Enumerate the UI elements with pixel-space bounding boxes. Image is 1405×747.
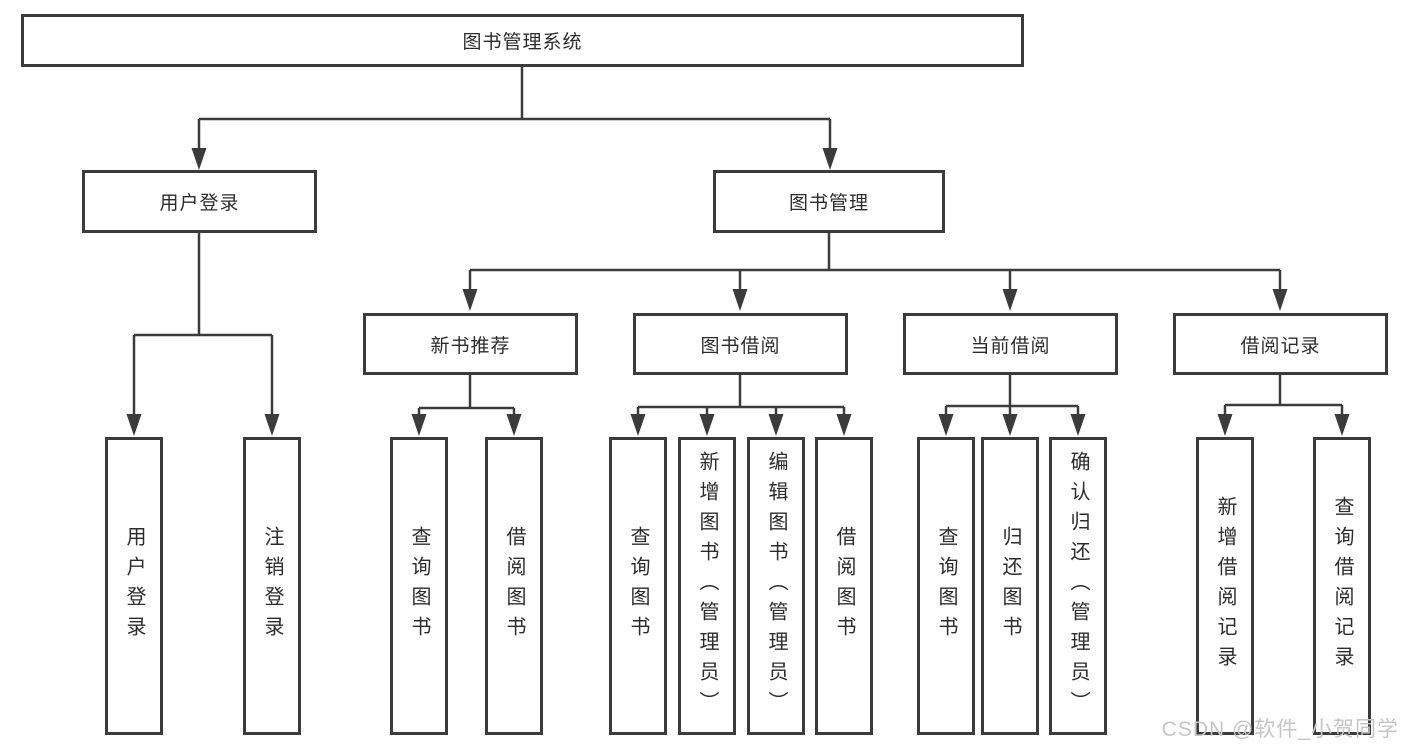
leaf-current-return-books-label: 归还图书 [999, 526, 1021, 646]
node-user-login: 用户登录 [82, 170, 317, 233]
node-book-management-label: 图书管理 [788, 193, 869, 214]
leaf-recommend-query-books-label: 查询图书 [408, 526, 430, 646]
leaf-recommend-borrow-books: 借阅图书 [485, 437, 543, 735]
leaf-current-query-books: 查询图书 [917, 437, 975, 735]
leaf-current-confirm-return-admin: 确认归还（管理员） [1049, 437, 1107, 735]
node-new-book-recommend: 新书推荐 [363, 313, 578, 375]
connector-book-borrow-to-leaves [630, 375, 852, 436]
node-current-borrow-label: 当前借阅 [970, 335, 1051, 357]
leaf-records-add-record-label: 新增借阅记录 [1214, 496, 1236, 676]
node-user-login-label: 用户登录 [159, 193, 240, 214]
leaf-borrow-add-books-admin: 新增图书（管理员） [678, 437, 736, 735]
leaf-current-confirm-return-admin-label: 确认归还（管理员） [1067, 451, 1089, 721]
leaf-borrow-query-books-label: 查询图书 [627, 526, 649, 646]
leaf-recommend-borrow-books-label: 借阅图书 [503, 526, 525, 646]
leaf-user-login-label: 用户登录 [123, 526, 145, 646]
node-current-borrow: 当前借阅 [903, 313, 1118, 375]
connector-book-management-to-level3 [462, 233, 1288, 311]
leaf-records-query-record-label: 查询借阅记录 [1331, 496, 1353, 676]
node-book-borrow-label: 图书借阅 [700, 335, 781, 357]
leaf-borrow-query-books: 查询图书 [609, 437, 667, 735]
connector-root-to-level2 [191, 67, 838, 170]
node-new-book-recommend-label: 新书推荐 [430, 335, 511, 357]
leaf-borrow-borrow-books-label: 借阅图书 [833, 526, 855, 646]
node-book-management: 图书管理 [713, 170, 945, 233]
leaf-recommend-query-books: 查询图书 [390, 437, 448, 735]
connector-borrow-records-to-leaves [1217, 375, 1350, 436]
leaf-borrow-edit-books-admin: 编辑图书（管理员） [747, 437, 805, 735]
node-root-system: 图书管理系统 [21, 14, 1024, 67]
leaf-borrow-add-books-admin-label: 新增图书（管理员） [696, 451, 718, 721]
node-borrow-records: 借阅记录 [1173, 313, 1388, 375]
leaf-logout: 注销登录 [243, 437, 301, 735]
connector-current-borrow-to-leaves [938, 375, 1086, 436]
leaf-current-query-books-label: 查询图书 [935, 526, 957, 646]
leaf-current-return-books: 归还图书 [981, 437, 1039, 735]
leaf-records-query-record: 查询借阅记录 [1313, 437, 1371, 735]
watermark: CSDN @软件_小贺同学 [1161, 718, 1399, 741]
node-book-borrow: 图书借阅 [633, 313, 848, 375]
connector-new-book-recommend-to-leaves [411, 375, 522, 436]
leaf-borrow-borrow-books: 借阅图书 [815, 437, 873, 735]
connector-user-login-to-leaves [126, 233, 280, 436]
leaf-logout-label: 注销登录 [261, 526, 283, 646]
node-root-system-label: 图书管理系统 [462, 32, 583, 53]
leaf-records-add-record: 新增借阅记录 [1196, 437, 1254, 735]
leaf-borrow-edit-books-admin-label: 编辑图书（管理员） [765, 451, 787, 721]
node-borrow-records-label: 借阅记录 [1240, 335, 1321, 357]
leaf-user-login: 用户登录 [105, 437, 163, 735]
